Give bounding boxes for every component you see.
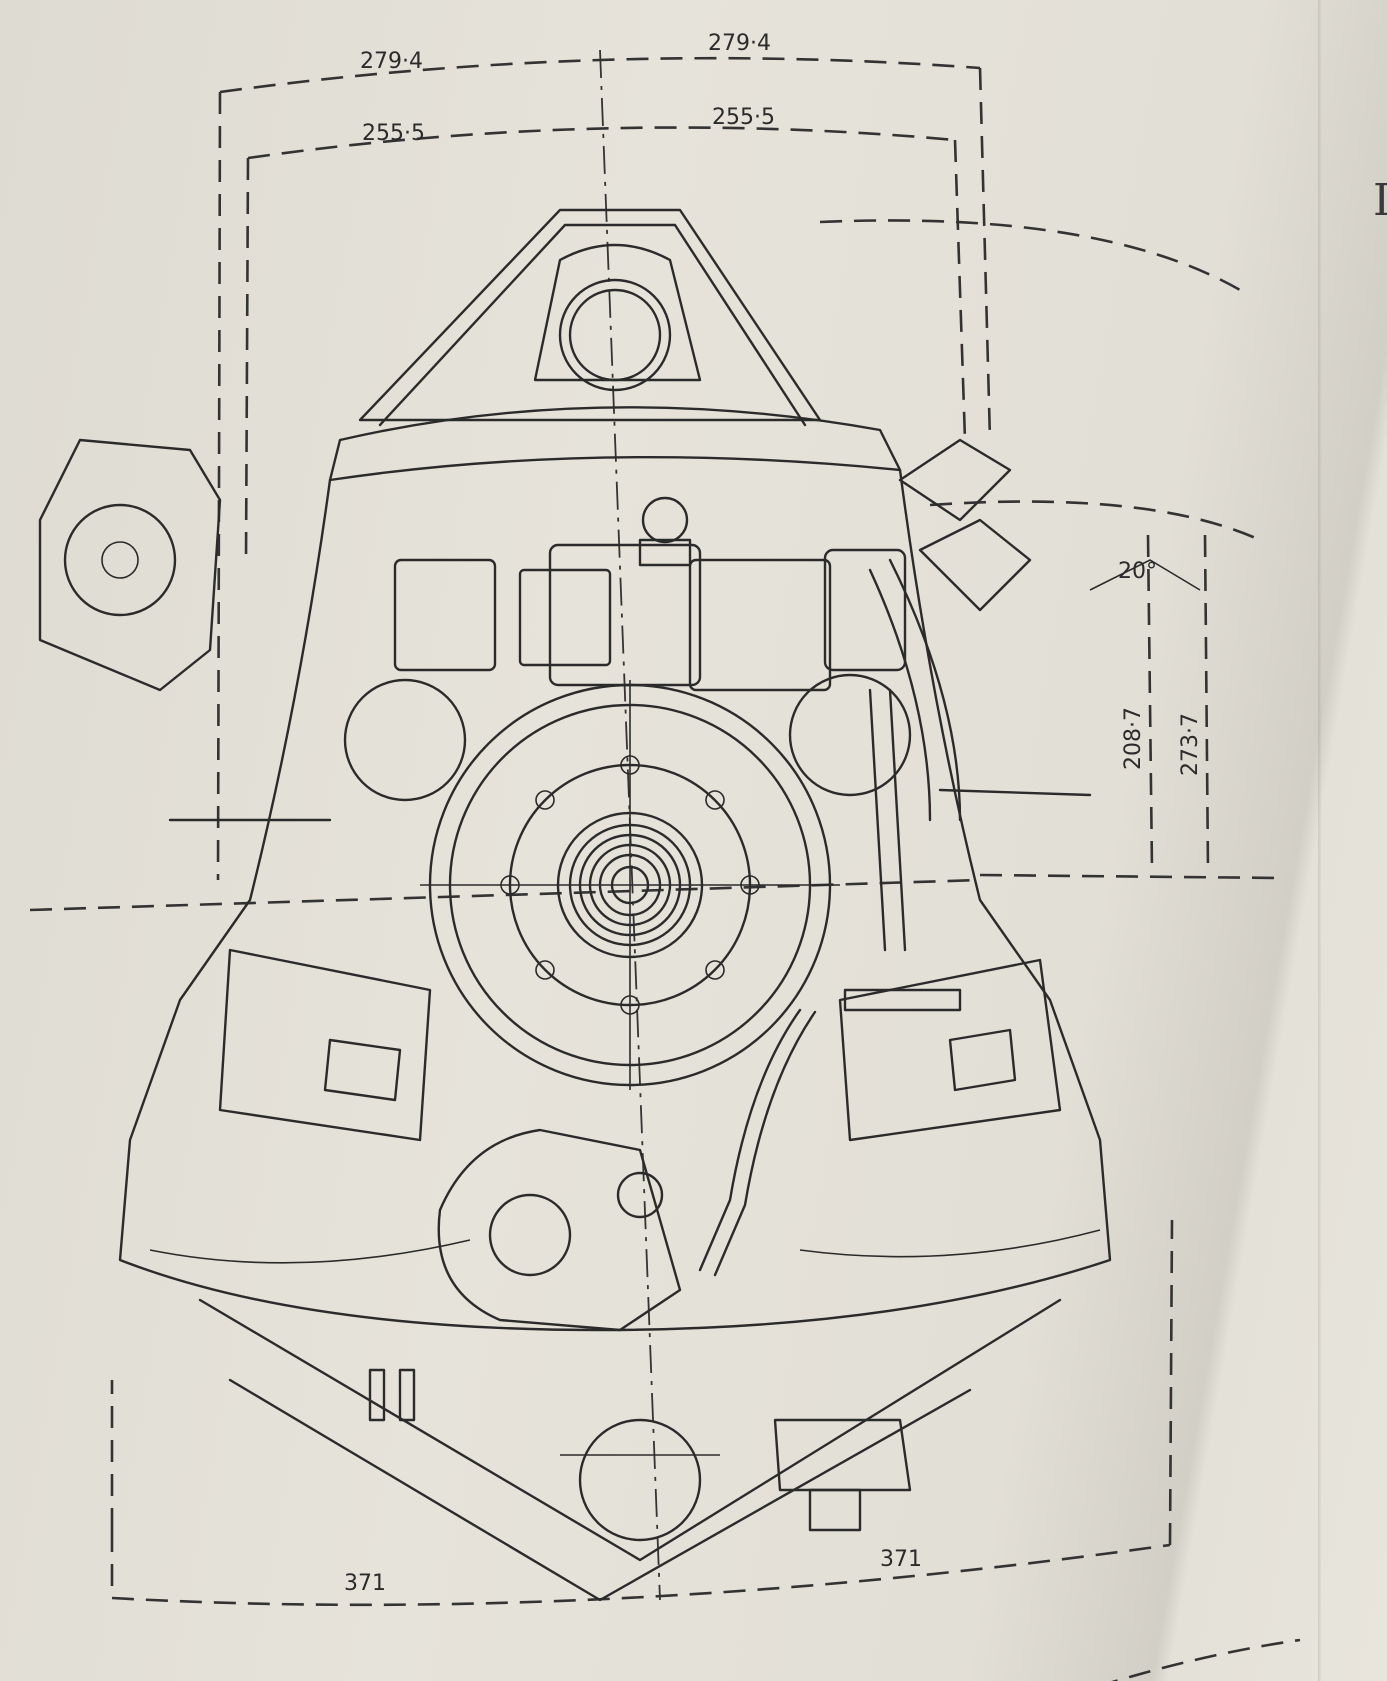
dim-bottom-right: 371 bbox=[880, 1547, 922, 1572]
main-flywheel bbox=[420, 680, 840, 1090]
dim-bottom-left: 371 bbox=[344, 1571, 386, 1596]
page-fold bbox=[1318, 0, 1322, 1681]
control-linkage bbox=[698, 688, 962, 1277]
dim-angle: 20° bbox=[1118, 559, 1157, 584]
dim-top-inner-right: 255·5 bbox=[712, 105, 775, 130]
dim-top-outer-right: 279·4 bbox=[708, 31, 771, 56]
margin-letter: I bbox=[1373, 175, 1387, 226]
dim-top-inner-left: 255·5 bbox=[362, 121, 425, 146]
lower-gear-housing bbox=[368, 1128, 912, 1542]
dim-side-outer: 273·7 bbox=[1178, 713, 1203, 776]
dim-top-outer-left: 279·4 bbox=[360, 49, 423, 74]
dimension-labels: 279·4 279·4 255·5 255·5 20° 208·7 273·7 … bbox=[344, 31, 1203, 1596]
pump-assembly bbox=[343, 496, 912, 802]
top-bearing bbox=[533, 243, 702, 392]
cylinder-blocks bbox=[149, 948, 1101, 1264]
dim-side-inner: 208·7 bbox=[1121, 707, 1146, 770]
engine-outline bbox=[38, 208, 1112, 1602]
